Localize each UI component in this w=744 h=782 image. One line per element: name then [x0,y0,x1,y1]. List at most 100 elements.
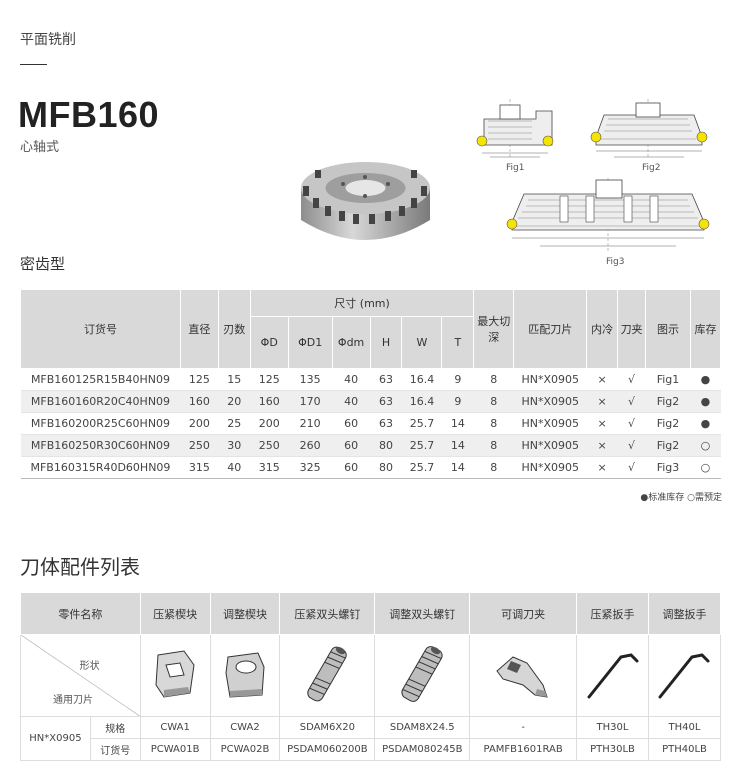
spec-cell: SDAM6X20 [279,716,376,739]
table-cell: 8 [473,434,514,457]
header-h: H [369,316,403,369]
table-cell: 9 [441,390,474,413]
fig3-label: Fig3 [606,257,625,267]
diagonal-line [21,635,140,716]
header-stock: 库存 [689,289,722,369]
stock-legend: ●标准库存 ○需预定 [640,493,722,503]
table-cell: × [586,456,618,479]
table-cell: 210 [288,412,333,435]
table-cell: 30 [218,434,251,457]
order-cell: PCWA02B [209,738,281,761]
table-cell: × [586,368,618,391]
order-cell: PAMFB1601RAB [469,738,578,761]
table-cell: ○ [690,456,721,479]
table-cell: 20 [218,390,251,413]
header-d: ΦD [249,316,289,369]
accessories-table: 零件名称 压紧楔块 调整楔块 压紧双头螺钉 调整双头螺钉 可调刀夹 压紧扳手 调… [20,592,722,761]
header-diameter: 直径 [179,289,219,369]
table-cell: 14 [441,434,474,457]
spec-cell: TH40L [647,716,722,739]
breadcrumb: 平面铣削 [20,32,76,48]
table-cell: 9 [441,368,474,391]
table-cell: 63 [370,412,402,435]
header-max-cut: 最大切深 [473,289,515,369]
header-t: T [441,316,475,369]
table-cell: 125 [250,368,289,391]
table-cell: Fig2 [645,434,691,457]
spec-cell: CWA1 [139,716,211,739]
table-cell: 40 [332,390,371,413]
clamp-wedge-image [139,634,211,717]
header-clamp-screw: 压紧双头螺钉 [279,592,376,635]
spec-table: 订货号 直径 刃数 尺寸 (mm) 最大切深 匹配刀片 内冷 刀夹 图示 库存 … [20,289,722,479]
table-cell: MFB160125R15B40HN09 [20,368,181,391]
header-clamp-wedge: 压紧楔块 [139,592,211,635]
spec-cell: CWA2 [209,716,281,739]
header-d1: ΦD1 [287,316,333,369]
table-cell: HN*X0905 [513,390,587,413]
insert-cell: HN*X0905 [20,716,91,761]
fig2-label: Fig2 [642,163,661,173]
table-cell: ○ [690,434,721,457]
header-teeth: 刃数 [217,289,251,369]
table-cell: 60 [332,456,371,479]
table-cell: 14 [441,456,474,479]
order-cell: PTH30LB [576,738,649,761]
table-cell: MFB160200R25C60HN09 [20,412,181,435]
table-cell: HN*X0905 [513,456,587,479]
spec-cell: TH30L [576,716,649,739]
header-part-name: 零件名称 [20,592,141,635]
spec-cell: - [469,716,578,739]
header-adjust-wrench: 调整扳手 [647,592,722,635]
table-cell: Fig3 [645,456,691,479]
table-cell: √ [617,456,646,479]
adjust-screw-image [374,634,471,717]
page-subtitle: 心轴式 [20,140,60,155]
table-cell: HN*X0905 [513,412,587,435]
fig1-label: Fig1 [506,163,525,173]
header-adjust-wedge: 调整楔块 [209,592,281,635]
table-cell: 170 [288,390,333,413]
shape-label: 形状 [79,661,100,672]
clamp-wrench-image [576,634,649,717]
table-cell: 25.7 [401,456,442,479]
table-cell: 135 [288,368,333,391]
table-cell: MFB160160R20C40HN09 [20,390,181,413]
header-w: W [401,316,443,369]
table-cell: 160 [250,390,289,413]
table-cell: 315 [180,456,219,479]
section-title-accessories: 刀体配件列表 [20,555,140,579]
table-cell: √ [617,390,646,413]
table-cell: √ [617,434,646,457]
table-cell: 16.4 [401,390,442,413]
header-adjustable-cartridge: 可调刀夹 [469,592,578,635]
section-title-dense-tooth: 密齿型 [20,255,66,273]
table-cell: 8 [473,412,514,435]
header-adjust-screw: 调整双头螺钉 [374,592,471,635]
table-cell: 16.4 [401,368,442,391]
divider [20,64,47,65]
table-cell: 200 [250,412,289,435]
table-cell: Fig2 [645,390,691,413]
table-cell: 80 [370,456,402,479]
table-cell: 25.7 [401,434,442,457]
fig1-diagram [476,99,554,159]
order-label: 订货号 [89,738,141,761]
table-cell: 160 [180,390,219,413]
header-figure: 图示 [645,289,691,369]
table-cell: HN*X0905 [513,368,587,391]
table-cell: Fig1 [645,368,691,391]
adjustable-cartridge-image [469,634,578,717]
table-cell: × [586,434,618,457]
table-cell: ● [690,368,721,391]
header-order-no: 订货号 [20,289,181,369]
fig2-diagram [590,99,708,159]
milling-cutter-image [301,162,430,240]
clamp-screw-image [279,634,376,717]
spec-label: 规格 [89,716,141,739]
